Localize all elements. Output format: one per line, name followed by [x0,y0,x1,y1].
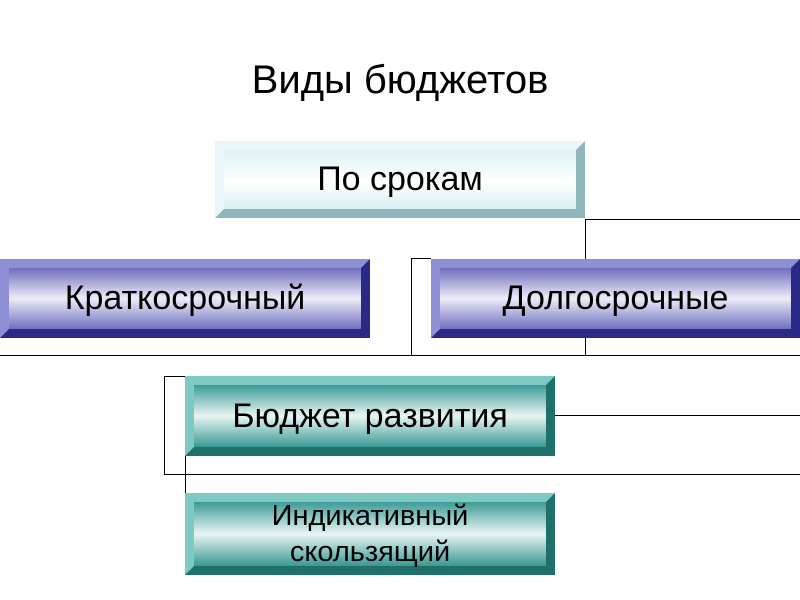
diagram-title: Виды бюджетов [251,58,549,102]
box-development-budget: Бюджет развития [185,376,555,456]
box-long-term: Долгосрочные [431,259,800,338]
box-indicative-rolling: Индикативный скользящий [185,493,555,575]
box-short-term: Краткосрочный [0,259,370,338]
box-by-period: По срокам [215,141,585,218]
